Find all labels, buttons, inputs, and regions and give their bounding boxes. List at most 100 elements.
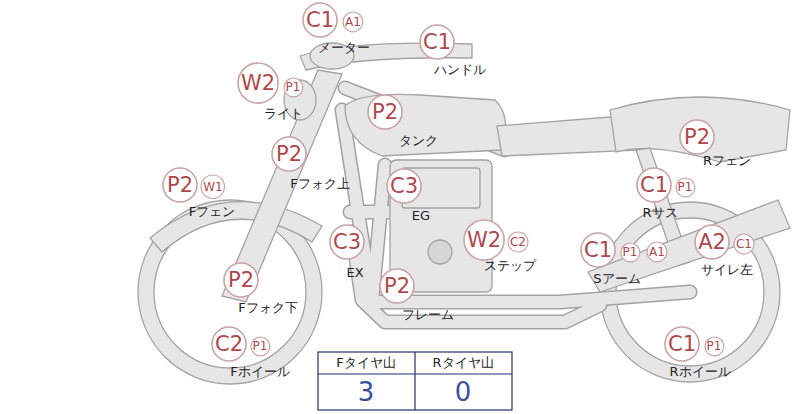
grade-code: W2 [467,228,501,252]
grade-code: C1 [584,238,612,262]
circle-shape [680,120,714,154]
part-name: ライト [264,105,303,123]
grade-code: P2 [228,268,254,292]
grade-code: W1 [203,180,223,194]
circle-shape [734,234,754,254]
grade-code: P2 [276,142,302,166]
circle-shape [464,220,504,260]
front-fender [150,202,322,252]
inspection-circle: A2 [694,224,730,260]
inspection-circle: C1 [636,167,672,203]
grade-circle: P1 [704,336,725,357]
inspection-circle: P2 [162,167,198,203]
part-name: EG [412,208,430,223]
circle-shape [330,225,364,259]
grade-code: A1 [345,15,361,29]
part-name: Fフォク上 [290,175,349,193]
circle-shape [212,327,246,361]
table-cell: Fタイヤ山 [336,354,395,372]
inspection-circle: P2 [271,136,307,172]
grade-code: P2 [384,274,410,298]
inspection-circle: P2 [679,119,715,155]
circle-shape [705,337,724,356]
grade-code: P2 [372,100,398,124]
part-name: ステップ [484,257,536,275]
table-cell: 0 [455,377,472,407]
grade-code: P1 [623,245,638,259]
part-name: Rフェン [703,152,751,170]
part-name: メーター [318,39,370,57]
inspection-circle: C1 [419,24,455,60]
grade-code: C1 [640,173,668,197]
grade-code: P1 [707,339,722,353]
part-name: Fフェン [189,203,235,221]
circle-shape [387,169,421,203]
inspection-circle: P2 [223,262,259,298]
inspection-circle: C3 [329,224,365,260]
part-name: タンク [399,132,438,150]
grade-code: C2 [510,235,526,249]
tank [345,94,506,156]
circle-shape [272,137,306,171]
circle-shape [201,175,225,199]
part-name: Rホイール [669,363,730,381]
part-name: Fフォク下 [238,299,297,317]
circle-shape [508,232,528,252]
grade-code: C1 [306,8,334,32]
inspection-circle: C1 [302,2,338,38]
grade-circle: P1 [283,77,304,98]
grade-code: A1 [649,245,665,259]
grade-circle: P1 [620,242,641,263]
part-name: サイレ左 [701,261,753,279]
inspection-circle: C1 [664,326,700,362]
front-wheel [138,200,322,384]
circle-shape [695,225,729,259]
circle-shape [224,263,258,297]
grade-code: W2 [241,71,275,95]
circle-shape [420,25,454,59]
inspection-circle: W2 [237,62,279,104]
engine-cover [428,240,452,264]
grade-code: C1 [668,332,696,356]
circle-shape [676,178,695,197]
inspection-circle: C2 [211,326,247,362]
grade-circle: C1 [733,233,755,255]
inspection-circle: C3 [386,168,422,204]
grade-circle: P1 [250,336,271,357]
table-cell: 3 [358,377,375,407]
circle-shape [251,337,270,356]
grade-code: C1 [423,30,451,54]
part-name: Rサス [642,204,677,222]
table-cell: Rタイヤ山 [432,354,493,372]
circle-shape [581,233,615,267]
circle-shape [238,63,278,103]
grade-code: C3 [390,174,418,198]
grade-circle: A1 [646,241,668,263]
grade-code: P2 [167,173,193,197]
grade-circle: A1 [342,11,364,33]
circle-shape [621,243,640,262]
circle-shape [380,269,414,303]
grade-circle: C2 [507,231,529,253]
circle-shape [665,327,699,361]
circle-shape [284,78,303,97]
part-name: EX [346,265,363,280]
circle-shape [647,242,667,262]
inspection-circle: P2 [379,268,415,304]
circle-shape [343,12,363,32]
inspection-circle: C1 [580,232,616,268]
inspection-circle: P2 [367,94,403,130]
muffler [588,200,790,292]
tread-table [318,352,512,410]
part-name: Fホイール [230,363,289,381]
grade-code: P1 [286,80,301,94]
grade-code: C2 [215,332,243,356]
circle-shape [163,168,197,202]
grade-code: C1 [736,237,752,251]
grade-circle: W1 [200,174,226,200]
part-name: フレーム [402,306,454,324]
circle-shape [303,3,337,37]
grade-code: A2 [698,230,726,254]
inspection-circle: W2 [463,219,505,261]
grade-circle: P1 [675,177,696,198]
